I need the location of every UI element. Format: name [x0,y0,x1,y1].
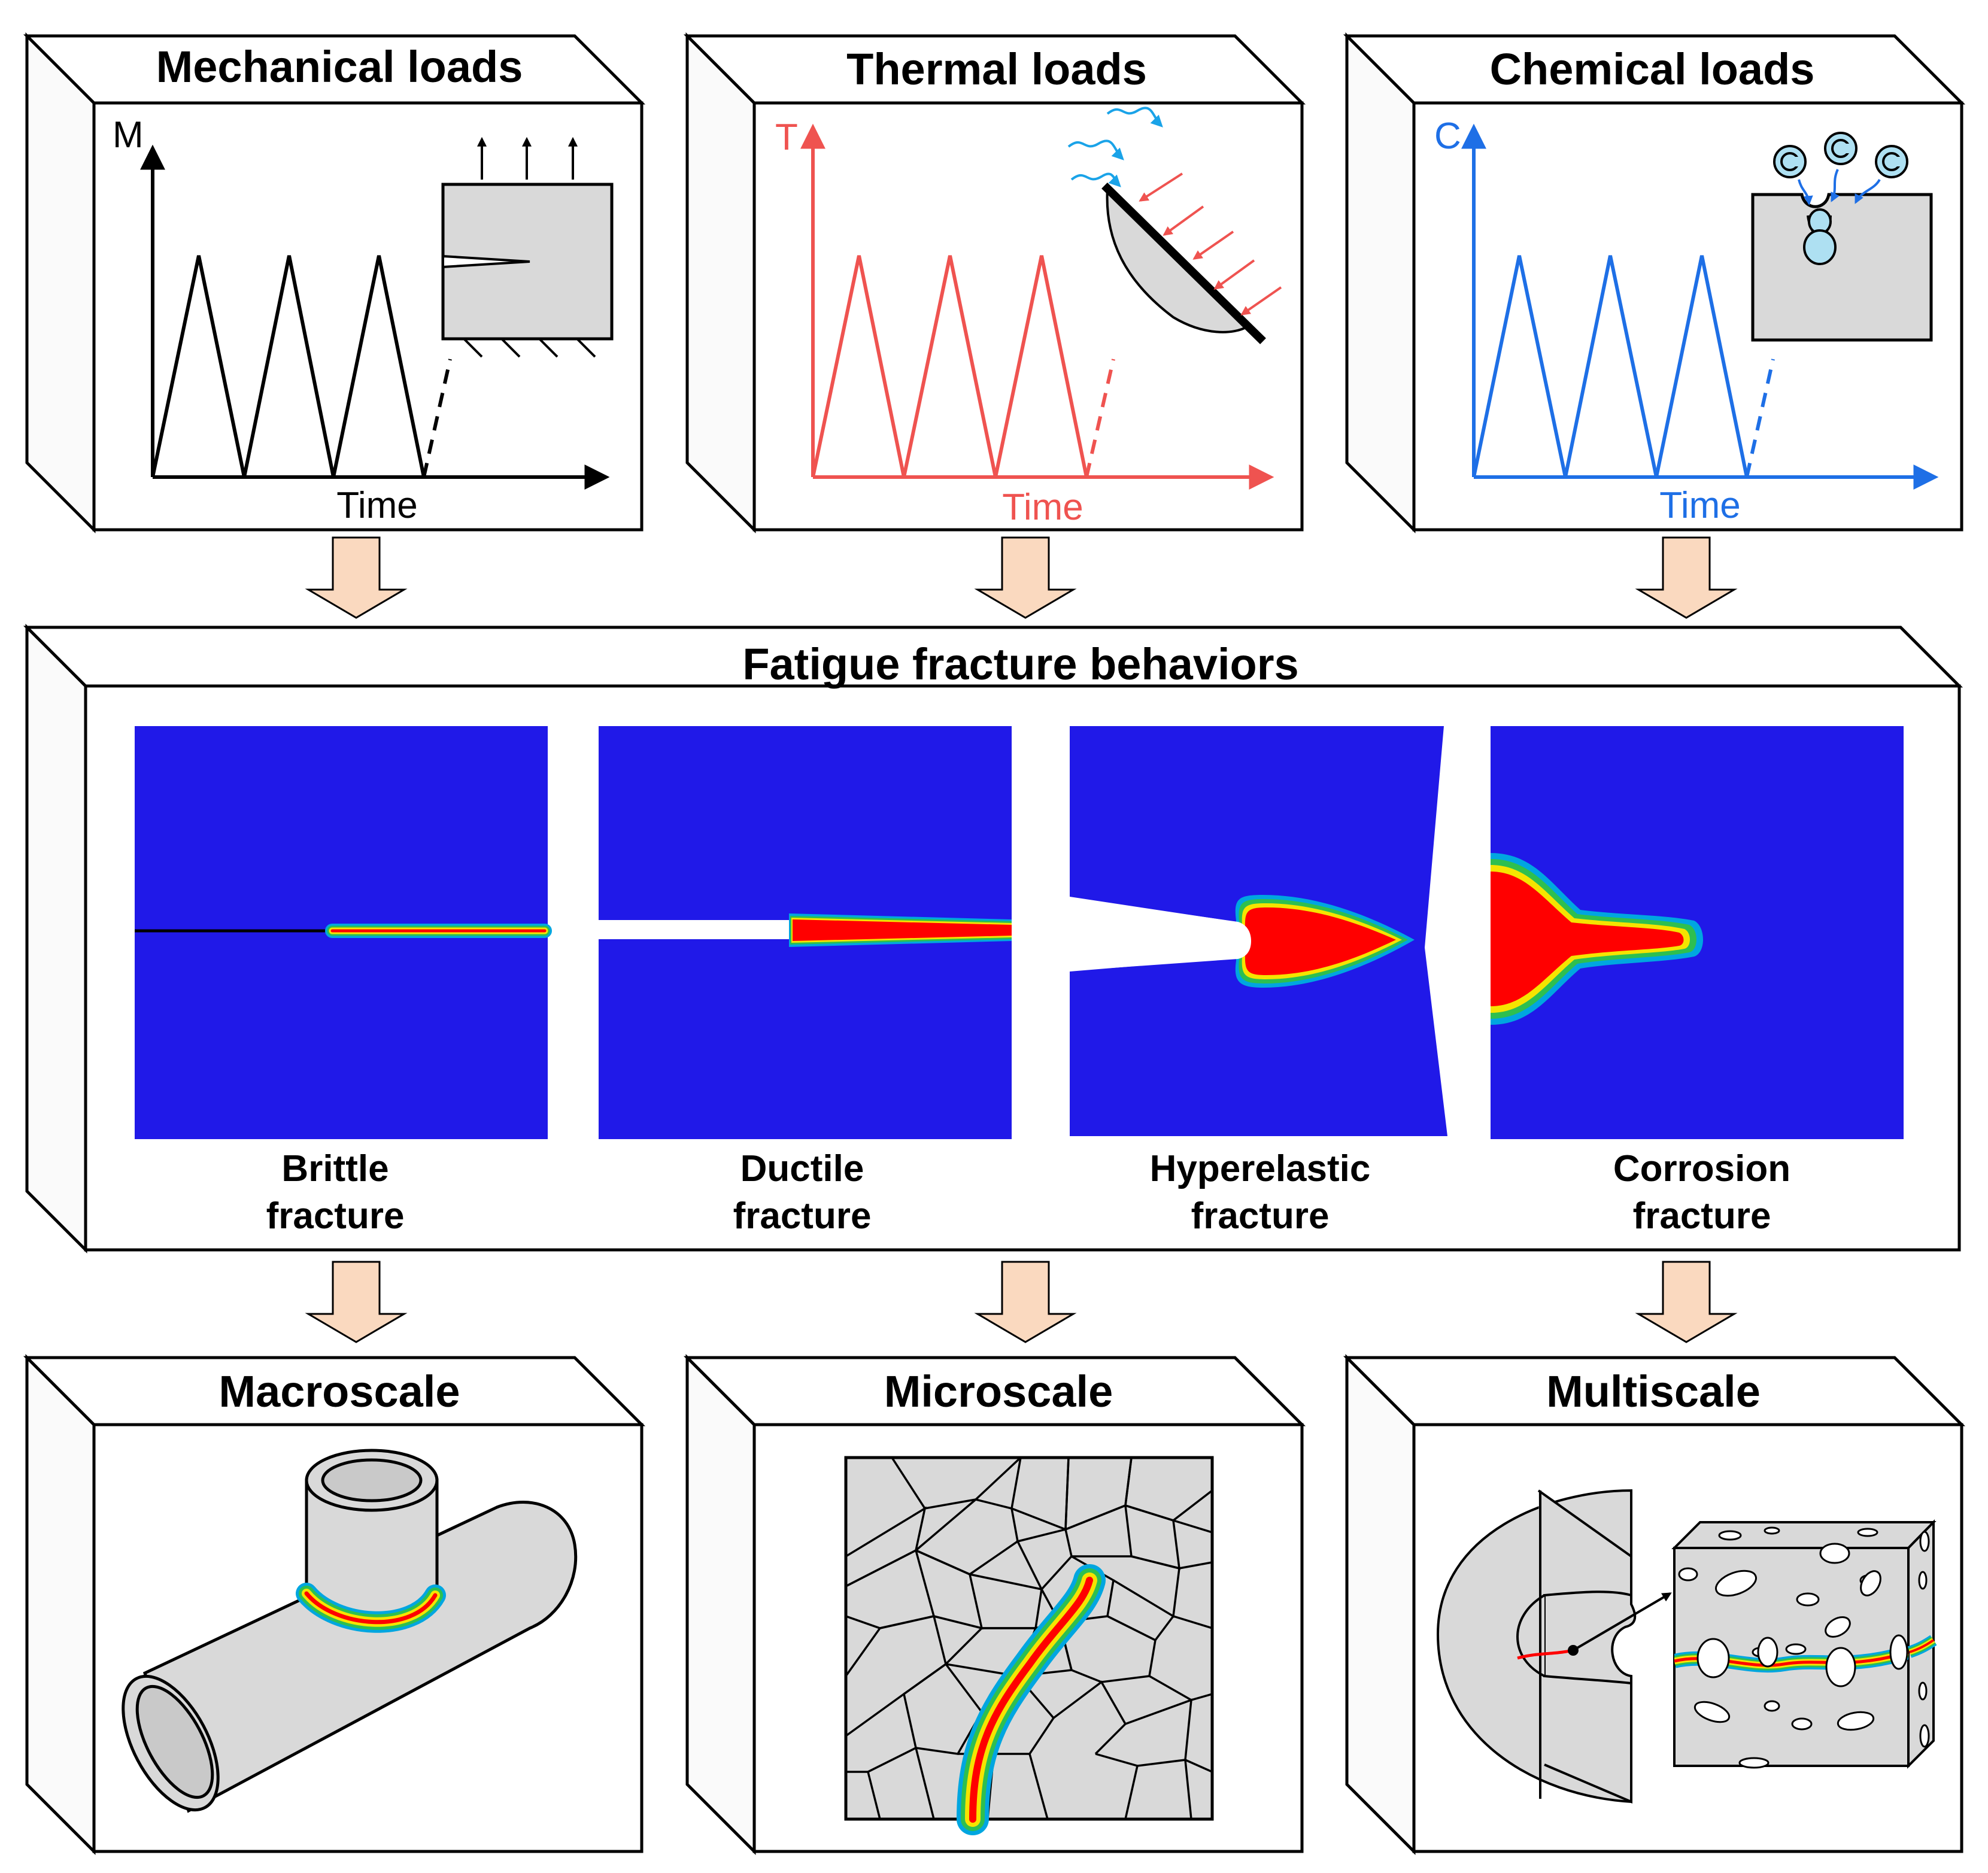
pipe-junction-icon [122,1449,578,1813]
arrow-behaviors-to-macroscale [305,1261,408,1343]
thermal-axis-label: T [775,117,798,158]
hyperelastic-fracture-panel [1070,726,1447,1136]
thermal-load-plot: T Time [775,117,1274,528]
mechanical-load-cycles [151,255,426,478]
arrow-behaviors-to-multiscale [1635,1261,1738,1343]
chemical-load-cycles [1472,255,1749,478]
mechanical-axis-label: M [113,114,144,156]
multiscale-title: Multiscale [1546,1367,1761,1416]
arrow-behaviors-to-microscale [974,1261,1077,1343]
polycrystal-icon [844,1456,1214,1835]
ductile-caption-line1: Ductile [740,1148,864,1189]
brittle-caption-line2: fracture [266,1195,405,1237]
ductile-fracture-panel [599,726,1012,1139]
corrosion-fracture-panel [1491,726,1904,1139]
behaviors-title: Fatigue fracture behaviors [742,639,1298,689]
mechanical-continuation [422,359,452,478]
corrosion-caption-line2: fracture [1633,1195,1771,1237]
chemical-continuation [1745,359,1775,478]
thermal-continuation [1085,359,1115,478]
arrow-thermal-to-behaviors [974,536,1077,619]
hyperelastic-caption-line1: Hyperelastic [1150,1148,1371,1189]
thermal-loads-box [683,32,1306,534]
corrosion-caption-line1: Corrosion [1613,1148,1790,1189]
chemical-loads-title: Chemical loads [1490,44,1815,94]
ductile-caption-line2: fracture [733,1195,872,1237]
chemical-time-label: Time [1659,485,1740,526]
chemical-load-plot: C Time [1434,116,1939,526]
mechanical-time-label: Time [336,485,417,526]
brittle-fracture-panel [135,726,552,1139]
thermal-loads-title: Thermal loads [846,44,1147,94]
microscale-title: Microscale [884,1367,1113,1416]
macroscale-title: Macroscale [218,1367,460,1416]
mechanical-load-plot: M Time [113,114,610,526]
thermal-time-label: Time [1002,487,1083,528]
corroded-block-icon [1751,132,1933,342]
heated-specimen-icon [1067,107,1282,344]
multiscale-icon [1436,1489,1937,1804]
brittle-caption-line1: Brittle [281,1148,389,1189]
thermal-load-cycles [811,255,1088,478]
cracked-block-icon [441,136,614,358]
arrow-chemical-to-behaviors [1635,536,1738,619]
arrow-mechanical-to-behaviors [305,536,408,619]
chemical-axis-label: C [1434,116,1461,157]
hyperelastic-caption-line2: fracture [1191,1195,1330,1237]
mechanical-loads-title: Mechanical loads [156,42,523,92]
